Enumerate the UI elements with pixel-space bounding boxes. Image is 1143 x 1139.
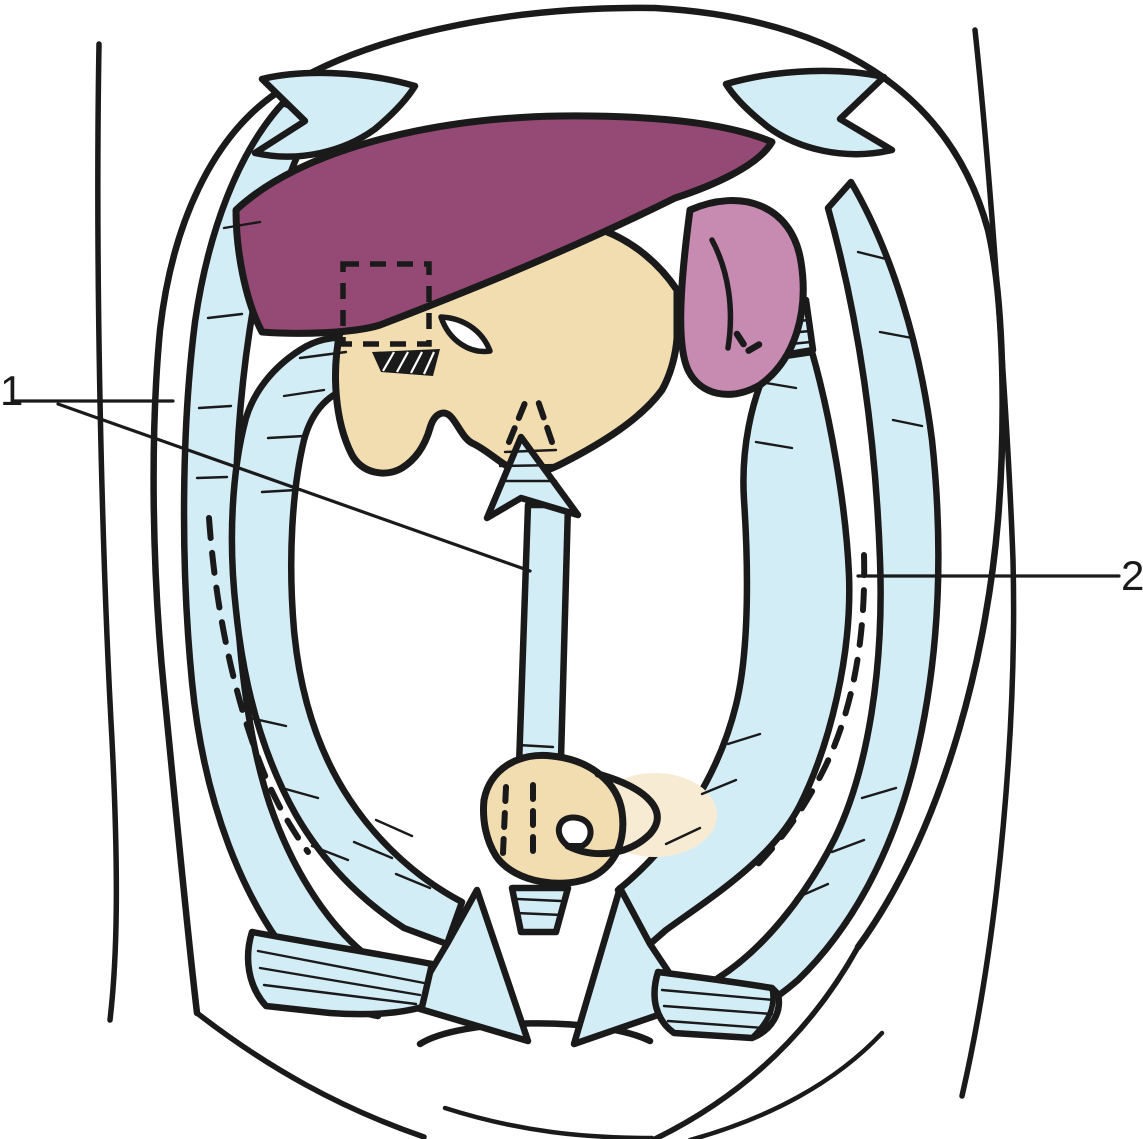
right-scroll-end [651, 968, 783, 1042]
left-pelvic-arrowhead [406, 886, 532, 1045]
label1-leader-diagonal [56, 402, 532, 573]
body-outline-right [959, 27, 1017, 1099]
label-1: 1 [0, 367, 23, 414]
central-stub-group [508, 884, 572, 936]
spleen-group [677, 197, 807, 398]
right-inner-flow-band [614, 348, 853, 948]
pelvic-line-right-inner [687, 1030, 885, 1139]
peritoneal-cavity-outline [150, 4, 1006, 1139]
central-lower-stub [508, 884, 572, 936]
spleen-crease [709, 237, 734, 351]
left-scroll-end [244, 928, 436, 1018]
left-scroll-shape [244, 928, 436, 1018]
central-arrowhead [483, 433, 582, 522]
epiploic-foramen-dashed-box [340, 261, 432, 347]
cavity-dome-line [150, 4, 1006, 1017]
left-gutter-dashed-line [206, 515, 311, 855]
right-subphrenic-arrowhead [722, 67, 896, 158]
pelvic-line-right [652, 944, 861, 1139]
spleen-shape [677, 197, 807, 398]
liver-shape [232, 112, 776, 337]
pelvic-bottom-sweep [442, 1105, 655, 1139]
gallbladder-shape [438, 314, 493, 355]
annotations: 1 2 [0, 367, 1143, 599]
spleen-dashed-mark [733, 330, 769, 356]
right-gutter-dashed-line [753, 552, 868, 869]
sigmoid-colon-group [480, 751, 717, 887]
central-arrow-shaft [514, 501, 572, 799]
left-subphrenic-arrowhead [251, 69, 419, 160]
right-scroll-fold [749, 985, 776, 1041]
flow-band-hatching [195, 220, 924, 900]
pelvic-inlet-arch [416, 1020, 654, 1048]
liver-edge-hatch-wedge [372, 349, 440, 376]
central-arrow-dashed-tip [506, 395, 530, 445]
pelvic-line-left [194, 1010, 427, 1139]
sigmoid-dashed-line-1 [500, 784, 509, 856]
sigmoid-tail-curve [564, 770, 661, 858]
label-2: 2 [1121, 552, 1143, 599]
body-outline-left [95, 41, 120, 1023]
liver-details [340, 261, 769, 376]
sigmoid-curl [555, 814, 594, 849]
central-arrow-dashed-tip-2 [534, 395, 555, 445]
body-outline [95, 27, 1017, 1099]
